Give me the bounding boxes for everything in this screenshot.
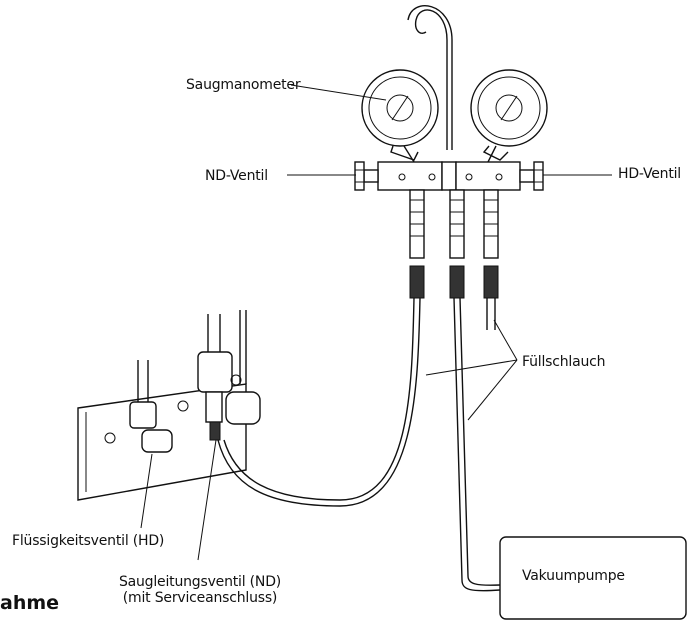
hoses xyxy=(217,297,501,592)
label-suction-valve-line2: (mit Serviceanschluss) xyxy=(122,590,278,606)
service-valve-unit xyxy=(77,310,261,501)
leader-lines xyxy=(140,84,612,561)
label-suction-valve: Saugleitungsventil (ND) (mit Serviceansc… xyxy=(100,574,300,606)
section-heading-fragment: ahme xyxy=(0,592,60,614)
label-suction-valve-line1: Saugleitungsventil (ND) xyxy=(118,574,282,590)
suction-gauge xyxy=(361,69,439,161)
label-fill-hose: Füllschlauch xyxy=(522,354,606,370)
label-hp-valve: HD-Ventil xyxy=(618,166,681,182)
label-liquid-valve: Flüssigkeitsventil (HD) xyxy=(12,533,165,549)
label-lp-valve: ND-Ventil xyxy=(205,168,268,184)
hp-valve-knob xyxy=(519,161,544,191)
label-vacuum-pump: Vakuumpumpe xyxy=(522,568,625,584)
lp-valve-knob xyxy=(354,161,379,191)
vacuum-pump-box xyxy=(499,536,687,620)
label-suction-gauge: Saugmanometer xyxy=(186,77,301,93)
hose-connectors xyxy=(409,189,499,299)
pressure-gauge xyxy=(470,69,548,161)
manifold-body xyxy=(377,145,521,191)
manifold-hook xyxy=(407,5,453,150)
